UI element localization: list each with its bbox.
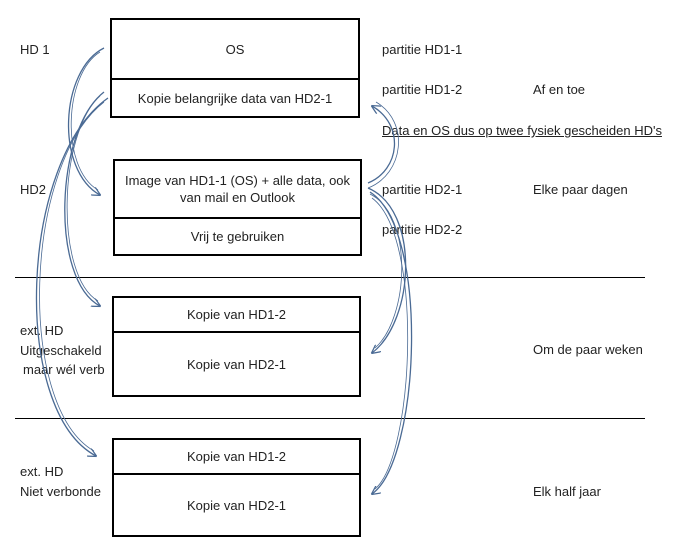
label-partition-hd1-1: partitie HD1-1 xyxy=(382,42,463,57)
label-ext-hd-2: ext. HD xyxy=(20,464,64,479)
arrow-hd2-1-to-hd1-2-shadow xyxy=(367,101,399,189)
hd1-disk-box: OS Kopie belangrijke data van HD2-1 xyxy=(110,18,360,118)
arrow-os-to-hd2-image-shadow xyxy=(70,51,101,191)
arrow-hd2-1-to-ext1-shadow xyxy=(369,193,403,349)
hd2-disk-box: Image van HD1-1 (OS) + alle data, ook va… xyxy=(113,159,362,256)
ext-hd-1-box: Kopie van HD1-2 Kopie van HD2-1 xyxy=(112,296,361,397)
hd2-partition-image-label-1: Image van HD1-1 (OS) + alle data, ook xyxy=(124,173,351,188)
label-ext-hd-2-status: Niet verbonde xyxy=(20,484,101,499)
arrow-hd2-1-to-ext1 xyxy=(367,187,407,353)
ext-hd-1-copy-hd2-1-label: Kopie van HD2-1 xyxy=(187,356,286,372)
frequency-every-half-year: Elk half jaar xyxy=(533,484,601,499)
hd1-partition-os: OS xyxy=(112,20,358,78)
label-ext-hd-1: ext. HD xyxy=(20,323,64,338)
label-partition-hd2-1: partitie HD2-1 xyxy=(382,182,463,197)
ext-hd-1-copy-hd2-1: Kopie van HD2-1 xyxy=(114,331,359,395)
ext-hd-2-box: Kopie van HD1-2 Kopie van HD2-1 xyxy=(112,438,361,537)
ext-hd-2-copy-hd1-2: Kopie van HD1-2 xyxy=(114,440,359,473)
separator-line-1 xyxy=(15,277,645,278)
hd2-partition-image: Image van HD1-1 (OS) + alle data, ook va… xyxy=(115,161,360,217)
hd1-partition-data: Kopie belangrijke data van HD2-1 xyxy=(112,78,358,116)
arrow-hd1-2-to-ext1 xyxy=(64,91,105,306)
label-hd1: HD 1 xyxy=(20,42,50,57)
arrow-hd2-1-to-hd1-2 xyxy=(367,106,396,184)
arrow-hd1-2-to-ext1-shadow xyxy=(66,95,101,302)
hd2-partition-image-label-2: van mail en Outlook xyxy=(180,190,295,205)
label-partition-hd1-2: partitie HD1-2 xyxy=(382,82,463,97)
ext-hd-2-copy-hd1-2-label: Kopie van HD1-2 xyxy=(187,449,286,464)
ext-hd-1-copy-hd1-2: Kopie van HD1-2 xyxy=(114,298,359,331)
arrow-hd1-2-to-ext2-shadow xyxy=(39,101,105,452)
arrow-hd2-1-to-ext2-shadow xyxy=(371,197,409,490)
separator-line-2 xyxy=(15,418,645,419)
hd2-partition-free: Vrij te gebruiken xyxy=(115,217,360,254)
note-separate-disks: Data en OS dus op twee fysiek gescheiden… xyxy=(382,123,662,138)
arrow-hd2-1-to-ext2 xyxy=(369,191,413,494)
frequency-every-few-days: Elke paar dagen xyxy=(533,182,628,197)
arrow-hd1-2-to-ext2 xyxy=(35,97,109,456)
arrow-os-to-hd2-image xyxy=(67,47,105,195)
frequency-occasionally: Af en toe xyxy=(533,82,586,97)
frequency-every-few-weeks: Om de paar weken xyxy=(533,342,643,357)
hd2-partition-free-label: Vrij te gebruiken xyxy=(190,229,285,244)
ext-hd-2-copy-hd2-1-label: Kopie van HD2-1 xyxy=(187,497,286,513)
label-hd2: HD2 xyxy=(20,182,47,197)
hd1-partition-os-label: OS xyxy=(225,41,245,57)
ext-hd-1-copy-hd1-2-label: Kopie van HD1-2 xyxy=(187,307,286,322)
ext-hd-2-copy-hd2-1: Kopie van HD2-1 xyxy=(114,473,359,535)
hd1-partition-data-label: Kopie belangrijke data van HD2-1 xyxy=(137,90,333,106)
